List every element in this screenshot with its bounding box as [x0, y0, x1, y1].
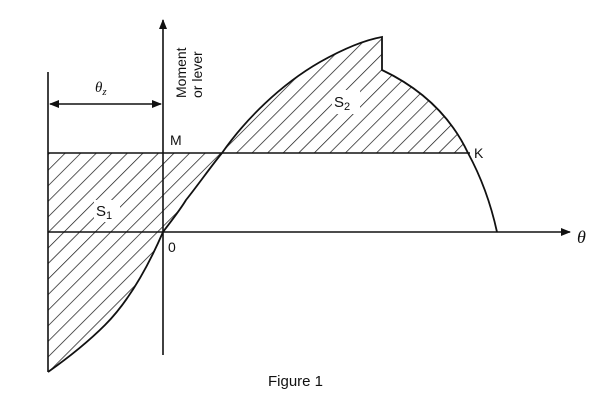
- area-s2-subscript: 2: [344, 101, 350, 113]
- theta-z-subscript: z: [101, 86, 107, 98]
- origin-label: 0: [168, 239, 176, 255]
- vertical-axis-label-line1: Moment: [173, 47, 189, 98]
- area-s1-hatch-upper: [48, 153, 222, 232]
- area-s1-label: S1: [96, 203, 112, 222]
- area-s2-label-bg: [332, 90, 360, 114]
- area-s1-hatch-lower: [48, 232, 163, 372]
- area-s2-label: S2: [334, 94, 350, 113]
- theta-z-label: θz: [95, 80, 107, 98]
- figure-caption: Figure 1: [268, 373, 323, 390]
- righting-lever-curve: [47, 35, 498, 373]
- vertical-axis-label-line2: or lever: [189, 51, 205, 98]
- horizontal-axis-label: θ: [577, 227, 586, 247]
- point-m-label: M: [170, 132, 182, 148]
- area-s1-subscript: 1: [106, 210, 112, 222]
- point-k-label: K: [474, 145, 484, 161]
- area-s1-label-bg: [94, 200, 120, 222]
